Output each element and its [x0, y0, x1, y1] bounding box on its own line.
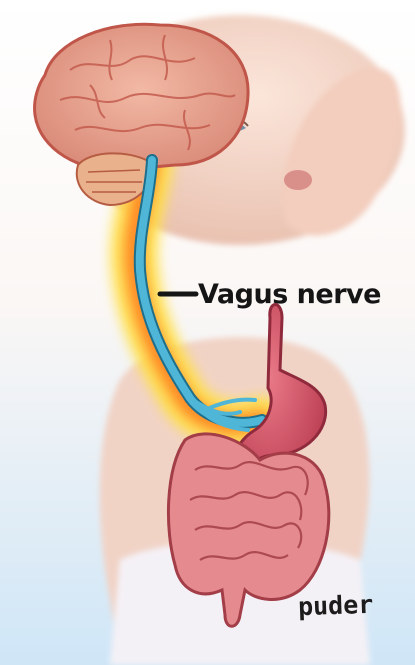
watermark-text: puder [298, 590, 374, 622]
lips [284, 170, 312, 190]
vagus-nerve-label: Vagus nerve [198, 279, 381, 310]
